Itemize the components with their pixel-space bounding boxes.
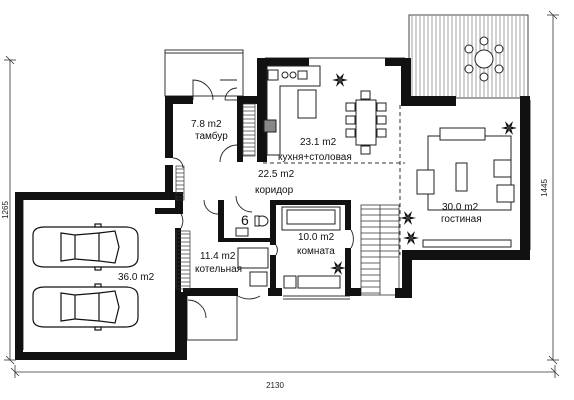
doors <box>172 79 354 319</box>
dimension-right-label: 1445 <box>540 179 549 197</box>
kitchen-area: 23.1 m2 <box>300 137 337 148</box>
dining-table-icon <box>345 90 387 155</box>
vestibule-name: тамбур <box>195 130 228 142</box>
boiler-area: 11.4 m2 <box>200 251 236 262</box>
walls <box>15 58 530 360</box>
living-area: 30.0 m2 <box>442 202 479 213</box>
living-furniture <box>416 127 515 248</box>
dimension-lines <box>4 10 560 378</box>
room-furniture <box>281 206 341 289</box>
bathroom-fixtures <box>235 215 269 237</box>
terrace-deck <box>408 14 529 99</box>
plant-icons <box>330 73 517 275</box>
room-area: 10.0 m2 <box>298 232 335 243</box>
garage-area: 36.0 m2 <box>118 272 155 283</box>
bath-number: 6 <box>241 212 249 228</box>
vestibule-area: 7.8 m2 <box>191 119 222 130</box>
boiler-name: котельная <box>195 264 242 275</box>
staircase <box>360 204 400 296</box>
room-name: комната <box>297 246 335 257</box>
terrace-dining-set-icon <box>464 36 504 82</box>
boiler-equipment <box>237 247 269 287</box>
dimension-left-label: 1265 <box>1 201 10 219</box>
corridor-area: 22.5 m2 <box>258 169 295 180</box>
living-name: гостиная <box>441 214 482 225</box>
kitchen-counter <box>263 65 321 156</box>
car-icon <box>32 223 139 271</box>
dimension-width-label: 2130 <box>266 381 284 390</box>
hatched-fixtures <box>175 103 256 290</box>
kitchen-name: кухня+столовая <box>278 152 352 163</box>
corridor-name: коридор <box>255 185 294 196</box>
car-icon <box>32 283 139 331</box>
